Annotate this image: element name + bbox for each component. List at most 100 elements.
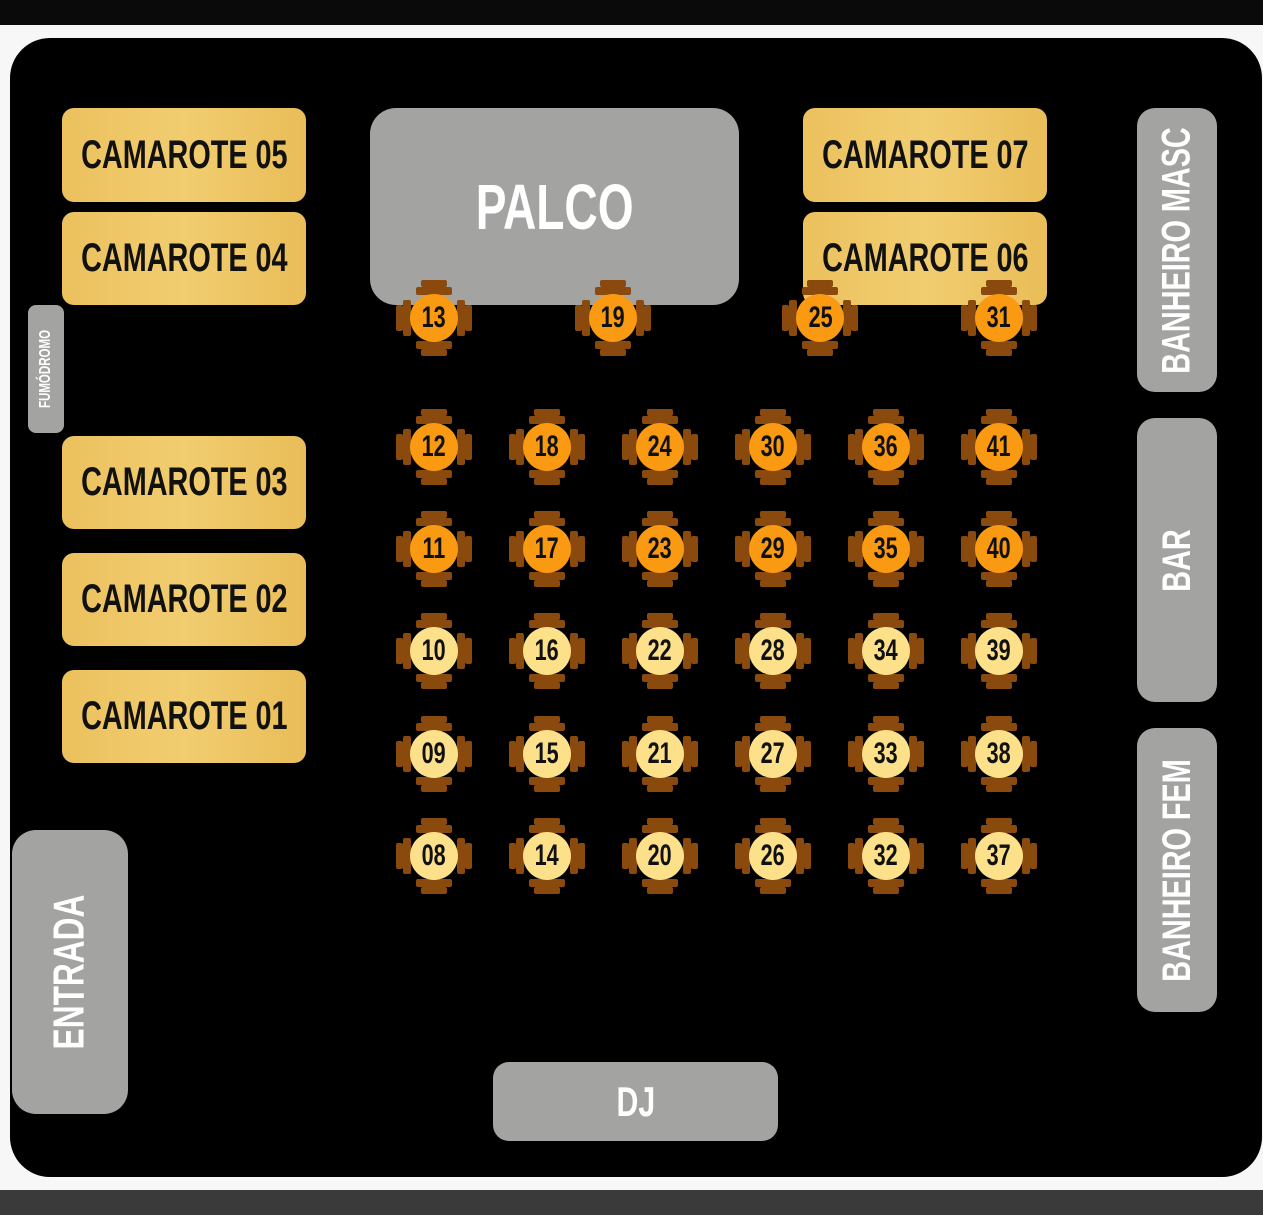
camarote-04-label: CAMAROTE 04 — [80, 236, 288, 280]
table-09[interactable]: 09 — [394, 714, 474, 794]
table-21[interactable]: 21 — [620, 714, 700, 794]
chair-icon — [981, 879, 1017, 887]
banheiro-fem-label: BANHEIRO FEM — [1154, 758, 1199, 982]
table-38[interactable]: 38 — [959, 714, 1039, 794]
chair-icon — [981, 572, 1017, 580]
table-14[interactable]: 14 — [507, 816, 587, 896]
camarote-05[interactable]: CAMAROTE 05 — [62, 108, 306, 202]
chair-icon — [968, 633, 976, 669]
table-10[interactable]: 10 — [394, 611, 474, 691]
chair-icon — [574, 305, 582, 331]
table-29[interactable]: 29 — [733, 509, 813, 589]
table-24[interactable]: 24 — [620, 407, 700, 487]
table-35[interactable]: 35 — [846, 509, 926, 589]
table-27[interactable]: 27 — [733, 714, 813, 794]
camarote-01[interactable]: CAMAROTE 01 — [62, 670, 306, 763]
table-18[interactable]: 18 — [507, 407, 587, 487]
chair-icon — [416, 572, 452, 580]
chair-icon — [416, 620, 452, 628]
chair-icon — [647, 682, 673, 689]
table-30[interactable]: 30 — [733, 407, 813, 487]
chair-icon — [683, 429, 691, 465]
table-31[interactable]: 31 — [959, 278, 1039, 358]
chair-icon — [1030, 536, 1037, 562]
table-15[interactable]: 15 — [507, 714, 587, 794]
table-circle: 19 — [588, 294, 637, 342]
chair-icon — [465, 536, 472, 562]
camarote-07[interactable]: CAMAROTE 07 — [803, 108, 1047, 202]
chair-icon — [755, 518, 791, 526]
chair-icon — [917, 434, 924, 460]
chair-icon — [642, 674, 678, 682]
table-23[interactable]: 23 — [620, 509, 700, 589]
table-circle: 08 — [410, 832, 458, 880]
table-41[interactable]: 41 — [959, 407, 1039, 487]
chair-icon — [873, 785, 899, 792]
dj-label: DJ — [616, 1077, 655, 1125]
table-37[interactable]: 37 — [959, 816, 1039, 896]
chair-icon — [509, 536, 516, 562]
chair-icon — [986, 887, 1012, 894]
camarote-03[interactable]: CAMAROTE 03 — [62, 436, 306, 529]
camarote-04[interactable]: CAMAROTE 04 — [62, 212, 306, 305]
table-22[interactable]: 22 — [620, 611, 700, 691]
chair-icon — [647, 409, 673, 416]
table-36[interactable]: 36 — [846, 407, 926, 487]
chair-icon — [986, 511, 1012, 518]
chair-icon — [691, 536, 698, 562]
chair-icon — [465, 741, 472, 767]
table-40[interactable]: 40 — [959, 509, 1039, 589]
table-number: 24 — [647, 430, 673, 463]
chair-icon — [848, 741, 855, 767]
table-25[interactable]: 25 — [780, 278, 860, 358]
table-number: 41 — [986, 430, 1012, 463]
chair-icon — [629, 429, 637, 465]
chair-icon — [755, 620, 791, 628]
table-13[interactable]: 13 — [394, 278, 474, 358]
table-number: 37 — [986, 839, 1012, 872]
table-number: 12 — [421, 430, 447, 463]
palco-stage: PALCO — [370, 108, 739, 305]
chair-icon — [873, 478, 899, 485]
chair-icon — [868, 572, 904, 580]
camarote-02[interactable]: CAMAROTE 02 — [62, 553, 306, 646]
table-08[interactable]: 08 — [394, 816, 474, 896]
chair-icon — [529, 572, 565, 580]
chair-icon — [917, 741, 924, 767]
camarote-06[interactable]: CAMAROTE 06 — [803, 212, 1047, 305]
table-12[interactable]: 12 — [394, 407, 474, 487]
table-34[interactable]: 34 — [846, 611, 926, 691]
chair-icon — [909, 736, 917, 772]
chair-icon — [981, 416, 1017, 424]
table-20[interactable]: 20 — [620, 816, 700, 896]
table-19[interactable]: 19 — [573, 278, 653, 358]
chair-icon — [529, 518, 565, 526]
chair-icon — [421, 613, 447, 620]
chair-icon — [516, 429, 524, 465]
table-39[interactable]: 39 — [959, 611, 1039, 691]
table-16[interactable]: 16 — [507, 611, 587, 691]
chair-icon — [1030, 638, 1037, 664]
fumodromo-area: FUMÓDROMO — [28, 305, 64, 433]
venue-map: CAMAROTE 05 CAMAROTE 04 CAMAROTE 03 CAMA… — [10, 38, 1262, 1177]
chair-icon — [396, 434, 403, 460]
table-26[interactable]: 26 — [733, 816, 813, 896]
table-number: 33 — [873, 737, 899, 770]
table-33[interactable]: 33 — [846, 714, 926, 794]
chair-icon — [642, 620, 678, 628]
chair-icon — [755, 879, 791, 887]
table-32[interactable]: 32 — [846, 816, 926, 896]
chair-icon — [421, 580, 447, 587]
chair-icon — [421, 280, 447, 287]
chair-icon — [981, 777, 1017, 785]
chair-icon — [421, 409, 447, 416]
table-17[interactable]: 17 — [507, 509, 587, 589]
chair-icon — [760, 887, 786, 894]
table-circle: 38 — [975, 730, 1023, 778]
chair-icon — [594, 287, 631, 295]
table-28[interactable]: 28 — [733, 611, 813, 691]
table-11[interactable]: 11 — [394, 509, 474, 589]
chair-icon — [961, 536, 968, 562]
chair-icon — [755, 777, 791, 785]
chair-icon — [986, 785, 1012, 792]
